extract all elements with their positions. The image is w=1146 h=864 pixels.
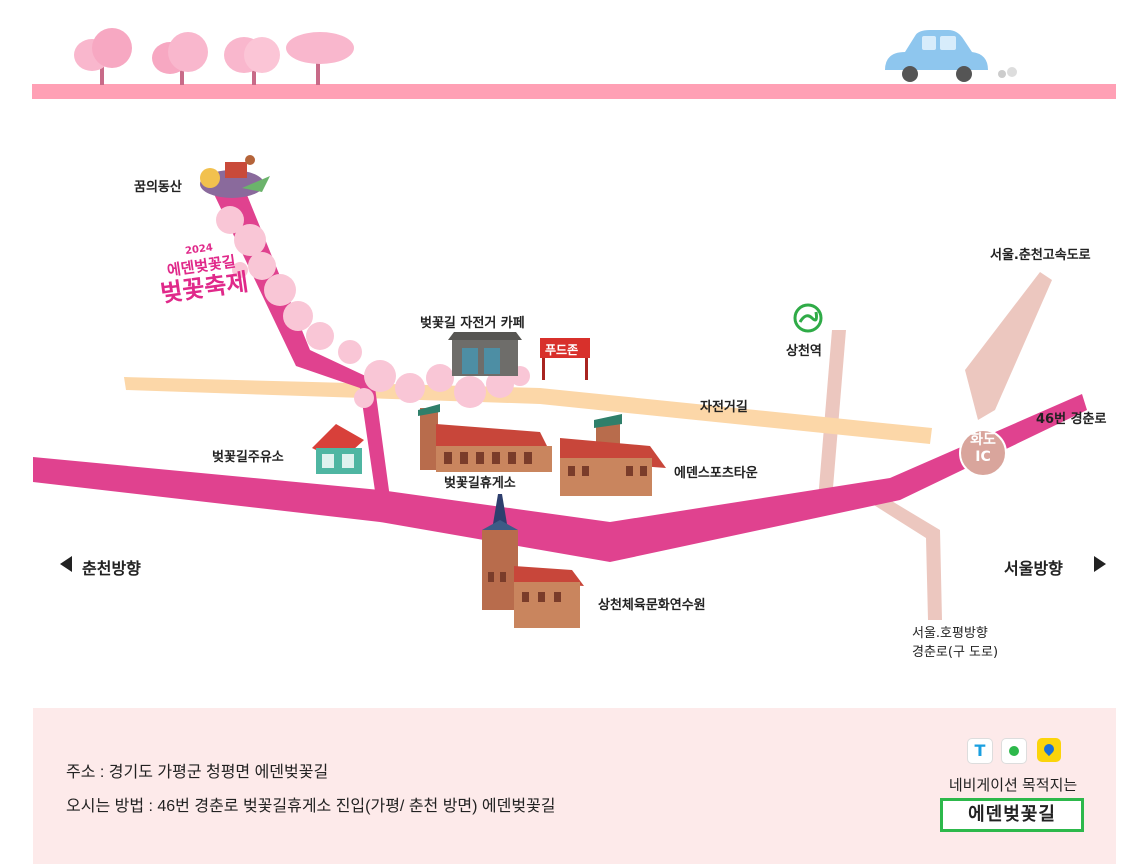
sports-park-building: [482, 494, 584, 628]
label-bike-cafe: 벚꽃길 자전거 카페: [420, 316, 525, 331]
label-route46: 46번 경춘로: [1036, 412, 1107, 427]
gas-station-building: [312, 424, 364, 474]
tmap-icon[interactable]: T: [967, 738, 993, 764]
label-sports-park: 상천체육문화연수원: [598, 598, 706, 613]
label-seoul-hopyeong: 서울.호평방향: [912, 626, 988, 641]
label-to-chuncheon: 춘천방향: [82, 559, 141, 578]
bike-road: [124, 377, 932, 444]
rest-area-building: [418, 404, 552, 472]
label-gyeongchun-old: 경춘로(구 도로): [912, 645, 999, 660]
naver-map-icon[interactable]: [1001, 738, 1027, 764]
label-sports-town: 에덴스포츠타운: [674, 466, 758, 481]
car-icon: [885, 30, 1017, 82]
label-rest-area: 벚꽃길휴게소: [444, 476, 516, 491]
map-canvas: [32, 28, 1116, 628]
cherry-tree-icon: [224, 37, 280, 85]
label-to-seoul: 서울방향: [1004, 559, 1063, 578]
label-bike-road: 자전거길: [700, 400, 748, 415]
banner-pink-bar: [32, 84, 1116, 99]
label-gas-station: 벚꽃길주유소: [212, 450, 284, 465]
sports-town-building: [560, 414, 666, 496]
nav-destination: 에덴벚꽃길: [940, 798, 1084, 832]
festival-logo: 2024 에덴벚꽃길 벚꽃축제: [155, 238, 250, 308]
label-hwado-ic: 화도 IC: [970, 432, 996, 465]
bike-cafe-building: [448, 332, 522, 376]
arrow-right-icon: [1094, 556, 1106, 572]
dream-hill-icon: [200, 155, 270, 198]
address-text: 주소 : 경기도 가평군 청평면 에덴벚꽃길: [66, 764, 329, 781]
food-zone-sign: [540, 338, 590, 380]
label-food-zone: 푸드존: [545, 343, 579, 357]
cherry-tree-icon: [286, 32, 354, 85]
hwado-ic-marker: [959, 429, 1007, 477]
kakao-map-icon[interactable]: [1037, 738, 1061, 762]
nav-text: 네비게이션 목적지는: [948, 777, 1078, 794]
side-road-gyeongchun-old: [866, 494, 942, 620]
cherry-tree-icon: [152, 32, 208, 85]
label-expressway: 서울.춘천고속도로: [990, 248, 1091, 263]
arrow-left-icon: [60, 556, 72, 572]
label-dream-hill: 꿈의동산: [134, 180, 182, 195]
directions-text: 오시는 방법 : 46번 경춘로 벚꽃길휴게소 진입(가평/ 춘천 방면) 에덴…: [66, 798, 556, 815]
side-road-station: [818, 330, 846, 500]
cherry-trees-illustration: [74, 28, 354, 85]
info-panel: 주소 : 경기도 가평군 청평면 에덴벚꽃길 오시는 방법 : 46번 경춘로 …: [33, 708, 1116, 864]
highway-route46: [33, 394, 1087, 562]
cherry-blossom-trail: [216, 206, 530, 408]
station-icon: [793, 303, 823, 333]
cherry-tree-icon: [74, 28, 132, 85]
side-road-expressway: [965, 272, 1052, 420]
label-sangcheon-station: 상천역: [786, 344, 822, 359]
